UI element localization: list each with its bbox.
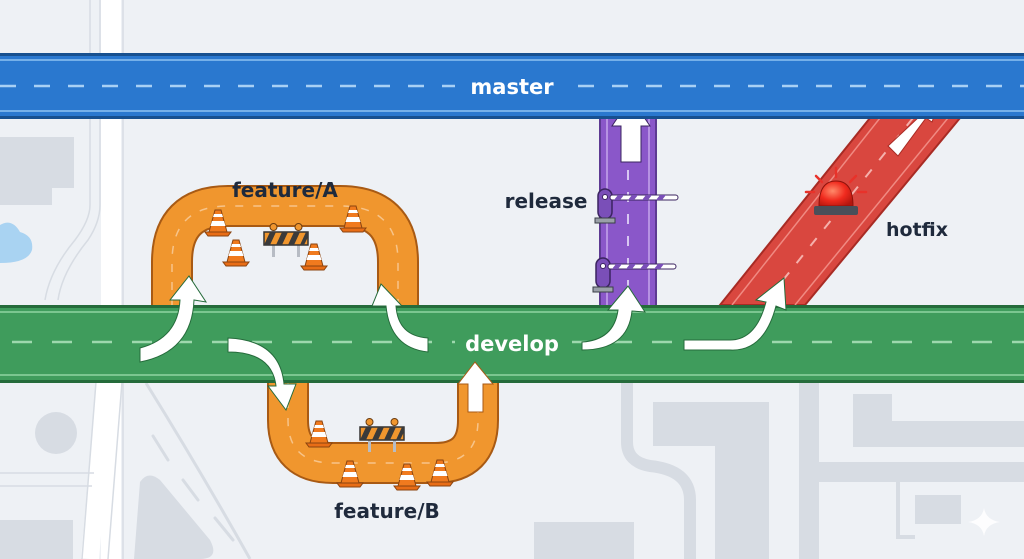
develop-road[interactable]: develop xyxy=(0,305,1024,383)
develop-label: develop xyxy=(465,332,559,356)
feature-a-road[interactable]: feature/A xyxy=(151,178,419,308)
master-label: master xyxy=(470,75,554,99)
map-roundabout xyxy=(35,412,77,454)
map-water xyxy=(0,222,33,263)
arrow-feature-a-to-develop xyxy=(371,283,429,353)
flow-arrows xyxy=(139,275,787,413)
master-road[interactable]: master xyxy=(0,53,1024,119)
feature-b-label: feature/B xyxy=(334,499,440,523)
map-building xyxy=(915,495,961,524)
sparkle-icon xyxy=(968,508,1000,536)
arrow-develop-to-feature-a xyxy=(139,275,208,363)
map-building xyxy=(653,402,769,559)
map-building xyxy=(0,137,74,205)
arrow-develop-to-feature-b xyxy=(227,337,297,412)
hotfix-label: hotfix xyxy=(886,219,948,241)
arrow-develop-to-hotfix xyxy=(683,277,787,351)
release-label: release xyxy=(505,189,588,213)
map-building xyxy=(853,394,1024,447)
emergency-siren-icon xyxy=(804,166,868,215)
arrow-develop-to-release xyxy=(581,285,646,351)
feature-a-label: feature/A xyxy=(232,178,338,202)
arrow-feature-b-to-develop xyxy=(456,361,495,413)
feature-b-road[interactable]: feature/B xyxy=(267,382,499,523)
